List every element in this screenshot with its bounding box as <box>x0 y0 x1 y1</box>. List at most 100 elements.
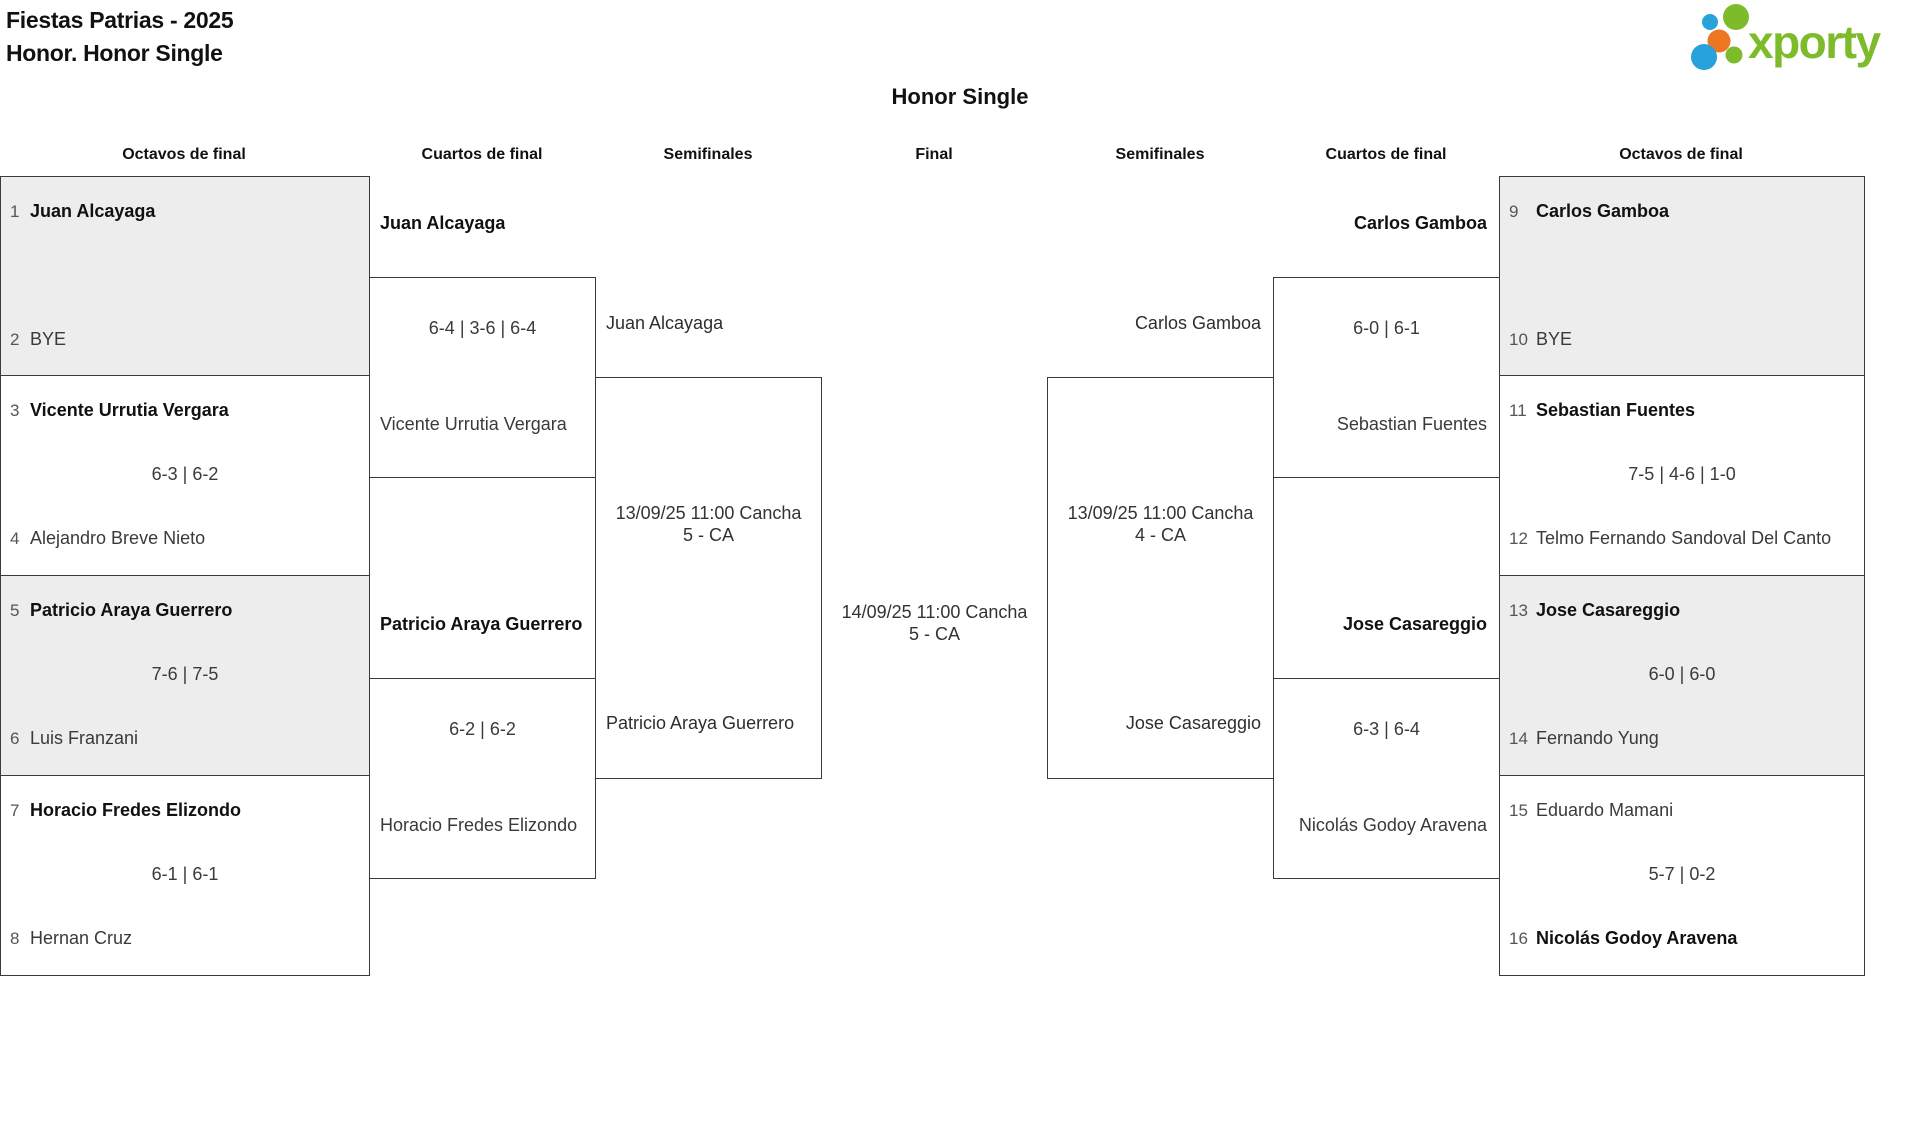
final-schedule-line1: 14/09/25 11:00 Cancha <box>841 602 1028 622</box>
seed-number: 7 <box>10 801 20 820</box>
final-schedule: 14/09/25 11:00 Cancha 5 - CA <box>821 601 1048 645</box>
seed-number: 6 <box>10 729 20 748</box>
player-name: Juan Alcayaga <box>30 201 156 221</box>
player-name: Sebastian Fuentes <box>1536 400 1696 420</box>
match-score: 6-3 | 6-2 <box>151 464 219 484</box>
match-box-octavos-4: 7 Horacio Fredes Elizondo 6-1 | 6-1 8 Hern… <box>0 776 370 976</box>
player-row: 14 Fernando Yung <box>1509 728 1858 749</box>
seed-number: 15 <box>1509 801 1528 820</box>
seed-number: 4 <box>10 529 20 548</box>
player-row: 1 Juan Alcayaga <box>10 201 363 222</box>
bracket-title: Honor Single <box>891 84 1029 109</box>
seed-number: 14 <box>1509 729 1528 748</box>
match-score: 6-0 | 6-1 <box>1353 318 1420 338</box>
player-name: Hernan Cruz <box>30 928 133 948</box>
logo-dot-blue-small <box>1702 14 1718 30</box>
match-box-octavos-3: 5 Patricio Araya Guerrero 7-6 | 7-5 6 Luis… <box>0 576 370 776</box>
round-header-final: Final <box>915 146 953 163</box>
xporty-logo[interactable]: xporty <box>1684 0 1920 78</box>
player-label: Horacio Fredes Elizondo <box>380 815 578 835</box>
player-name: Jose Casareggio <box>1536 600 1681 620</box>
category-title: Honor. Honor Single <box>6 40 223 66</box>
semifinal-player-label: Jose Casareggio <box>1125 713 1261 733</box>
match-schedule-line1: 13/09/25 11:00 Cancha <box>1067 503 1254 523</box>
player-label: Sebastian Fuentes <box>1336 414 1487 434</box>
seed-number: 8 <box>10 929 20 948</box>
match-score: 6-2 | 6-2 <box>449 719 516 739</box>
logo-dot-orange <box>1707 29 1731 53</box>
player-name: BYE <box>1536 329 1573 349</box>
player-row: 2 BYE <box>10 329 363 350</box>
player-label: Nicolás Godoy Aravena <box>1298 815 1487 835</box>
round-header-semifinal-right: Semifinales <box>1115 146 1205 163</box>
logo-dot-green-large <box>1723 4 1749 30</box>
seed-number: 3 <box>10 401 20 420</box>
player-row: 12 Telmo Fernando Sandoval Del Canto <box>1509 528 1858 549</box>
seed-number: 1 <box>10 202 20 221</box>
round-header-octavos-left: Octavos de final <box>122 146 246 163</box>
player-row: 11 Sebastian Fuentes <box>1509 400 1858 421</box>
player-name: Luis Franzani <box>30 728 139 748</box>
player-name: Vicente Urrutia Vergara <box>30 400 229 420</box>
player-row: 3 Vicente Urrutia Vergara <box>10 400 363 421</box>
player-name: Horacio Fredes Elizondo <box>30 800 242 820</box>
player-name: Telmo Fernando Sandoval Del Canto <box>1536 528 1832 548</box>
player-name: Fernando Yung <box>1536 728 1659 748</box>
seed-number: 13 <box>1509 601 1528 620</box>
match-box-cuartos-4 <box>1273 678 1500 879</box>
match-score: 7-5 | 4-6 | 1-0 <box>1628 464 1736 484</box>
match-box-octavos-5: 9 Carlos Gamboa 10 BYE <box>1499 176 1865 376</box>
player-name: Carlos Gamboa <box>1536 201 1670 221</box>
match-score: 6-3 | 6-4 <box>1353 719 1420 739</box>
seed-number: 16 <box>1509 929 1528 948</box>
match-schedule-line2: 4 - CA <box>1134 525 1186 545</box>
final-schedule-line2: 5 - CA <box>908 624 960 644</box>
logo-wordmark: xporty <box>1748 16 1882 68</box>
match-score: 6-4 | 3-6 | 6-4 <box>428 318 537 338</box>
player-name: BYE <box>30 329 67 349</box>
match-schedule-line2: 5 - CA <box>682 525 734 545</box>
player-name: Patricio Araya Guerrero <box>30 600 233 620</box>
player-row: 15 Eduardo Mamani <box>1509 800 1858 821</box>
match-score: 6-0 | 6-0 <box>1648 664 1716 684</box>
player-row: 13 Jose Casareggio <box>1509 600 1858 621</box>
semifinal-player-label: Carlos Gamboa <box>1134 313 1261 333</box>
player-row: 4 Alejandro Breve Nieto <box>10 528 363 549</box>
seed-number: 12 <box>1509 529 1528 548</box>
match-box-octavos-6: 11 Sebastian Fuentes 7-5 | 4-6 | 1-0 12 Te… <box>1499 376 1865 576</box>
semifinal-player-label: Patricio Araya Guerrero <box>606 713 795 733</box>
player-name: Eduardo Mamani <box>1536 800 1674 820</box>
round-header-octavos-right: Octavos de final <box>1619 146 1743 163</box>
player-row: 6 Luis Franzani <box>10 728 363 749</box>
player-row: 10 BYE <box>1509 329 1858 350</box>
match-schedule-line1: 13/09/25 11:00 Cancha <box>615 503 802 523</box>
match-score: 7-6 | 7-5 <box>151 664 219 684</box>
round-header-cuartos-left: Cuartos de final <box>421 146 543 163</box>
semifinal-player-label: Juan Alcayaga <box>606 313 724 333</box>
winner-label: Patricio Araya Guerrero <box>380 614 583 634</box>
logo-dot-blue-large <box>1691 44 1717 70</box>
seed-number: 5 <box>10 601 20 620</box>
seed-number: 11 <box>1509 401 1527 420</box>
match-box-cuartos-2 <box>369 678 596 879</box>
match-box-semifinal-right <box>1047 377 1274 779</box>
match-score: 5-7 | 0-2 <box>1648 864 1716 884</box>
match-box-octavos-1: 1 Juan Alcayaga 2 BYE <box>0 176 370 376</box>
match-box-octavos-7: 13 Jose Casareggio 6-0 | 6-0 14 Fernando Y… <box>1499 576 1865 776</box>
seed-number: 10 <box>1509 330 1528 349</box>
player-row: 7 Horacio Fredes Elizondo <box>10 800 363 821</box>
match-box-cuartos-3 <box>1273 277 1500 478</box>
seed-number: 2 <box>10 330 20 349</box>
winner-label: Juan Alcayaga <box>380 213 506 233</box>
winner-label: Carlos Gamboa <box>1353 213 1487 233</box>
round-header-semifinal-left: Semifinales <box>663 146 753 163</box>
match-score: 6-1 | 6-1 <box>151 864 219 884</box>
player-row: 8 Hernan Cruz <box>10 928 363 949</box>
player-label: Vicente Urrutia Vergara <box>380 414 567 434</box>
seed-number: 9 <box>1509 202 1519 221</box>
player-row: 9 Carlos Gamboa <box>1509 201 1858 222</box>
player-name: Alejandro Breve Nieto <box>30 528 206 548</box>
logo-dot-green-small <box>1725 46 1743 64</box>
